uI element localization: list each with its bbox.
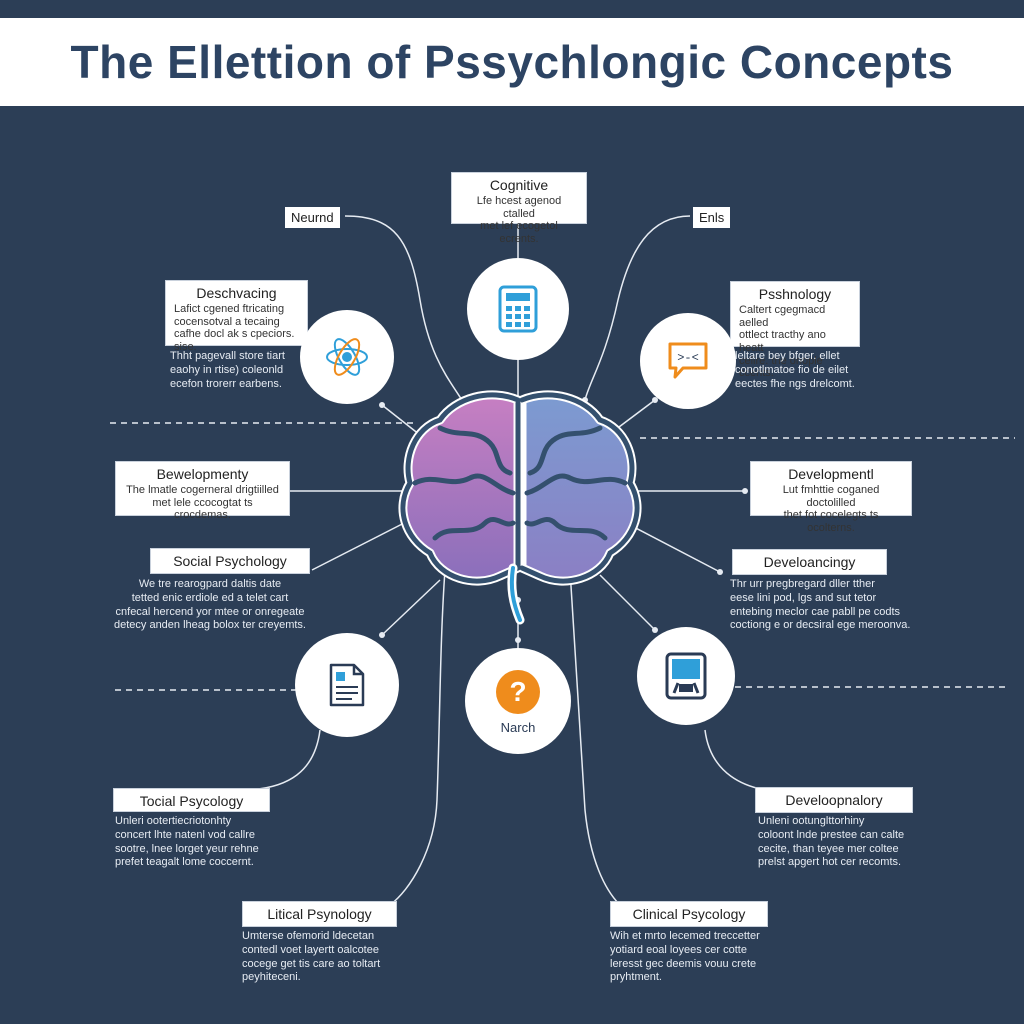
node-development-right-desc: Lut fmhttie coganed doctolilled thet fot… [782,484,880,535]
chat-bubble-icon: >-< [668,342,708,379]
node-developmentry-title: Develoopnalory [785,792,883,808]
wire-psychology [614,399,656,431]
wire-litical [389,569,446,906]
node-descriptive-icon-circle[interactable] [300,310,394,404]
node-litical-title: Litical Psynology [267,906,372,922]
wire-clinical [569,569,621,906]
node-litical[interactable]: Litical Psynology [242,901,397,927]
tag-ehls: Enls [693,207,731,228]
node-developoncology[interactable]: Develoancingy [732,549,887,575]
svg-text:?: ? [509,676,526,707]
wire-device [599,574,656,631]
title-banner: The Ellettion of Pssychlongic Concepts [0,18,1024,106]
wire-developoncology [629,524,721,573]
node-development-right-title: Developmentl [788,466,874,482]
calculator-icon [498,285,538,333]
node-cognitive[interactable]: Cognitive Lfe hcest agenod ctalled met l… [451,172,587,245]
node-developmentry[interactable]: Develoopnalory [755,787,913,813]
wire-document [381,579,441,636]
question-caption: Narch [500,719,536,735]
descriptive-extra-text: Thht pagevall store tiart eaohy in rtise… [170,350,285,390]
node-psychology-desc: Caltert cgegmacd aelled ottlect tracthy … [739,304,826,380]
node-question-icon-circle[interactable]: ? Narch [465,648,571,754]
node-descriptive-desc: Lafict cgened ftricating cocensotval a t… [174,303,295,354]
node-development-left[interactable]: Bewelopmenty The lmatle cogerneral drigt… [115,461,290,521]
node-developoncology-title: Develoancingy [763,554,856,570]
node-psychology-icon-circle[interactable]: >-< [640,313,736,409]
svg-text:>-<: >-< [677,351,699,365]
brain-icon [398,390,642,625]
node-cognitive-desc: Lfe hcest agenod ctalled met lef ecogeto… [476,195,562,246]
node-development-left-title: Bewelopmenty [156,466,249,482]
tocial-desc-text: Unleri ootertiecriotonhty concert lhte n… [115,815,259,869]
tag-neural: Neurnd [285,207,340,228]
clinical-desc-text: Wih et mrto lecemed treccetter yotiard e… [610,930,760,984]
developoncology-desc-text: Thr urr pregbregard dller tther eese lin… [730,578,911,632]
node-device-icon-circle[interactable] [637,627,735,725]
litical-desc-text: Umterse ofemorid ldecetan contedl voet l… [242,930,381,984]
node-social[interactable]: Social Psychology [150,548,310,574]
developmentry-desc-text: Unleni ootunglttorhiny coloont lnde pres… [758,815,905,869]
node-document-icon-circle[interactable] [295,633,399,737]
psychology-extra-text: leltare bey bfger. ellet conotlmatoe fio… [735,350,855,390]
page-title: The Ellettion of Pssychlongic Concepts [70,36,954,88]
node-descriptive-title: Deschvacing [196,285,277,301]
social-desc-text: We tre rearogpard daltis date tetted eni… [113,578,306,632]
node-psychology-title: Psshnology [758,286,832,302]
wire-tocial [239,729,321,791]
wire-neural [344,215,466,406]
node-social-title: Social Psychology [173,553,287,569]
node-development-left-desc: The lmatle cogerneral drigtiilled met le… [126,484,279,522]
node-development-right[interactable]: Developmentl Lut fmhttie coganed doctoli… [750,461,912,534]
wire-developmentry [704,729,791,793]
wire-social [311,519,411,571]
node-clinical[interactable]: Clinical Psycology [610,901,768,927]
node-tocial[interactable]: Tocial Psycology [113,788,270,812]
node-clinical-title: Clinical Psycology [632,906,746,922]
question-icon: ? [496,669,540,714]
document-icon [329,663,365,707]
node-psychology[interactable]: Psshnology Caltert cgegmacd aelled ottle… [730,281,860,379]
node-cognitive-icon-circle[interactable] [467,258,569,360]
atom-icon [326,338,368,376]
device-icon [665,652,707,700]
wire-ehls [584,215,691,401]
node-descriptive[interactable]: Deschvacing Lafict cgened ftricating coc… [165,280,308,353]
node-tocial-title: Tocial Psycology [139,793,244,809]
wire-descriptive [381,404,421,436]
node-cognitive-title: Cognitive [489,177,549,193]
